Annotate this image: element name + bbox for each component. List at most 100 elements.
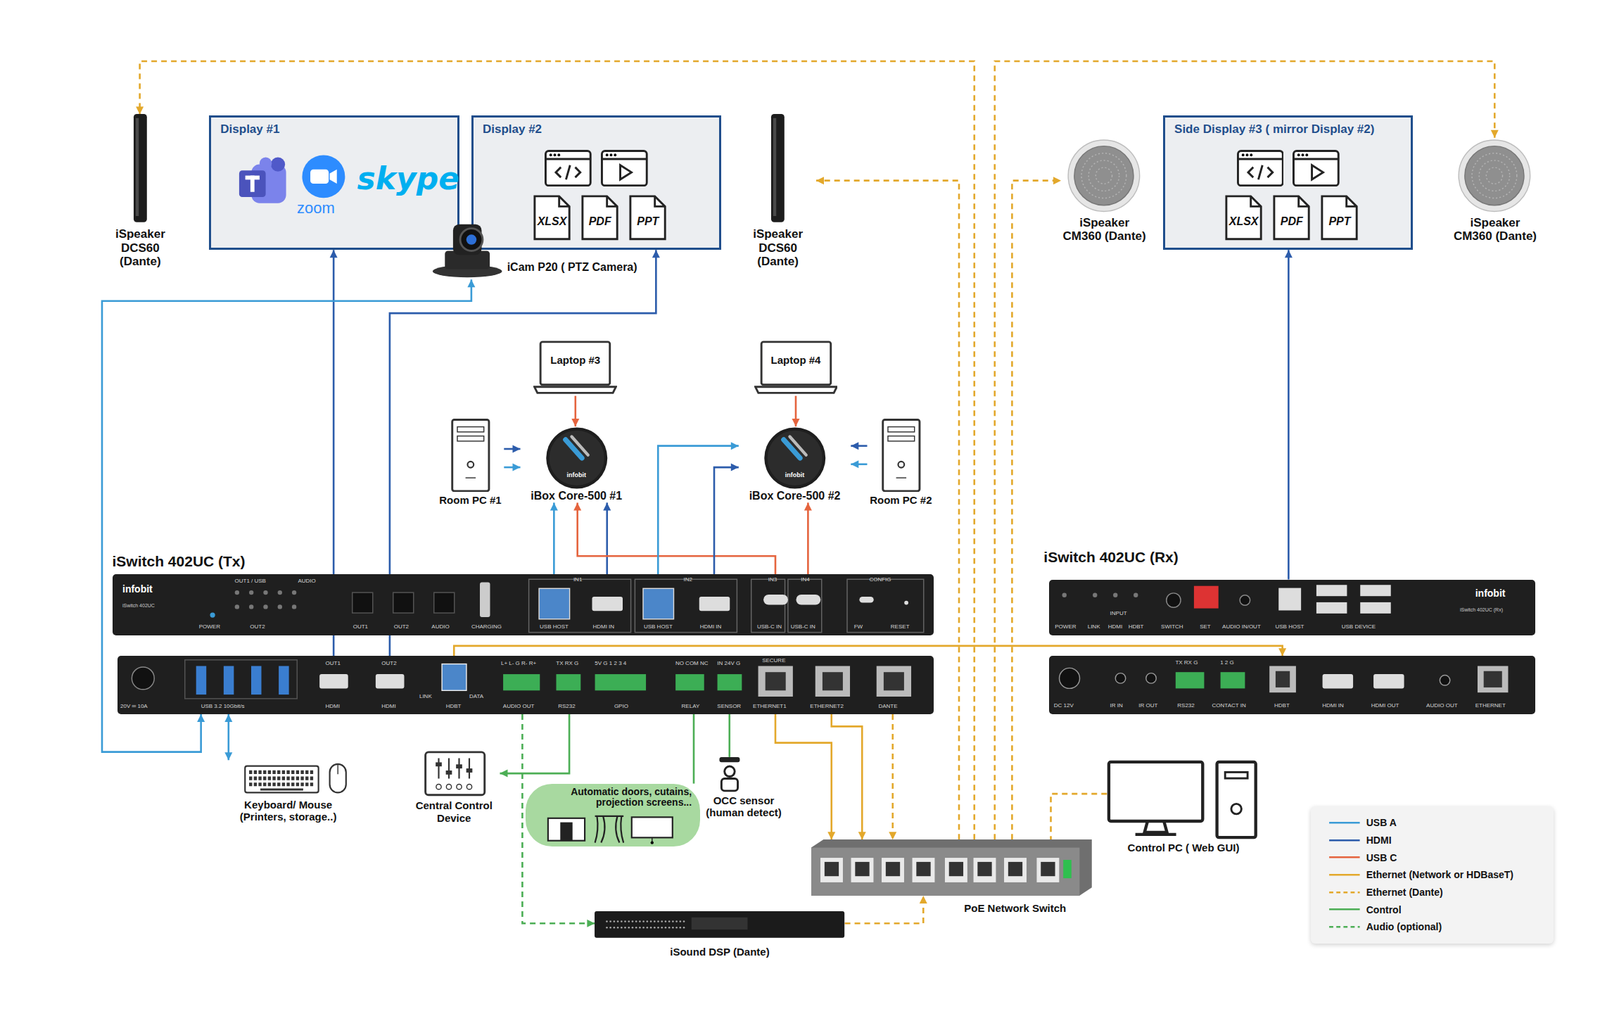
port-label: DANTE xyxy=(878,702,898,710)
tower-pc-icon xyxy=(436,418,505,492)
port-label: HDMI xyxy=(325,702,340,710)
arrowhead xyxy=(888,831,897,840)
port-label: iSwitch 402UC (Rx) xyxy=(1459,607,1503,613)
port-label: IN1 xyxy=(573,576,582,583)
port-label: GPIO xyxy=(614,702,629,710)
tower-pc-icon xyxy=(867,418,936,492)
zoom-wordmark: zoom xyxy=(296,199,335,218)
port-label: RS232 xyxy=(557,702,575,710)
control-pc-node: Control PC ( Web GUI) xyxy=(1106,759,1261,854)
poe-switch-icon xyxy=(811,839,1092,896)
device-caption: iCam P20 ( PTZ Camera) xyxy=(507,261,638,274)
port-label: OUT2 xyxy=(394,623,409,630)
ceiling-speaker-node: iSpeaker CM360 (Dante) xyxy=(1061,137,1148,244)
device-panel: iSwitch 402UC (Tx)infobitiSwitch 402UCPO… xyxy=(112,574,934,636)
connector xyxy=(994,61,1499,840)
arrowhead xyxy=(1284,249,1293,258)
ptz-camera-icon xyxy=(430,220,504,280)
speaker-node: iSpeaker DCS60 (Dante) xyxy=(739,113,817,269)
connector xyxy=(503,445,520,454)
zoom-logo xyxy=(301,154,347,200)
connector xyxy=(728,714,730,758)
ibox-node: infobitiBox Core-500 #2 xyxy=(738,426,852,503)
connector xyxy=(1051,793,1108,840)
connector-line xyxy=(453,645,1282,656)
connector xyxy=(503,463,520,472)
arrowhead xyxy=(512,463,521,472)
legend-line-sample xyxy=(1310,921,1363,933)
legend-row: USB C xyxy=(1310,848,1554,867)
connector xyxy=(224,714,233,760)
legend-text: USB A xyxy=(1366,816,1397,829)
file-type-text: PPT xyxy=(1316,215,1364,228)
speaker-node: iSpeaker DCS60 (Dante) xyxy=(102,113,179,269)
ceiling-speaker-icon xyxy=(1451,137,1539,215)
connector-line xyxy=(1051,793,1108,840)
port-label: HDMI IN xyxy=(592,623,615,630)
connector-line xyxy=(816,180,960,841)
connector xyxy=(714,463,739,575)
connector xyxy=(453,645,1287,656)
legend-line-sample xyxy=(1310,835,1363,846)
port-label: IN2 xyxy=(683,576,693,583)
device-caption: iSpeaker CM360 (Dante) xyxy=(1061,216,1148,244)
port-label: iSwitch 402UC xyxy=(122,602,155,608)
port-label: IN4 xyxy=(800,576,810,583)
arrowhead xyxy=(329,249,338,258)
port-label: FW xyxy=(854,623,863,630)
port-label: SWITCH xyxy=(1160,623,1184,630)
device-caption: Automatic doors, cutains, projection scr… xyxy=(536,786,692,809)
arrowhead xyxy=(731,463,739,472)
device-panel: iSwitch 402UC (Rx)POWERLINKHDMIHDBTINPUT… xyxy=(1049,579,1536,637)
arrowhead xyxy=(792,418,800,427)
speaker-icon xyxy=(102,113,179,225)
arrowhead xyxy=(512,445,521,454)
connector xyxy=(888,714,897,840)
automation-cloud: Automatic doors, cutains, projection scr… xyxy=(525,783,701,848)
arrowhead xyxy=(919,895,928,904)
port-label: SENSOR xyxy=(716,702,741,710)
display-title: Side Display #3 ( mirror Display #2) xyxy=(1174,122,1375,137)
legend-line-sample xyxy=(1310,869,1363,881)
port-label: USB DEVICE xyxy=(1341,623,1376,630)
connector-line xyxy=(728,714,731,758)
port-label: ETHERNET xyxy=(1475,702,1506,709)
port-label: CONFIG xyxy=(868,576,891,583)
laptop-icon xyxy=(754,339,838,397)
arrowhead xyxy=(858,831,867,840)
port-label: IN 24V G xyxy=(716,659,741,667)
legend-text: Control xyxy=(1366,904,1402,916)
network-switch: PoE Network Switch xyxy=(811,839,1092,896)
connector xyxy=(850,460,867,468)
legend-row: Audio (optional) xyxy=(1310,918,1554,936)
device-caption: iBox Core-500 #1 xyxy=(520,489,634,503)
legend-text: Ethernet (Dante) xyxy=(1366,886,1444,898)
device-caption: Keyboard/ Mouse xyxy=(219,798,358,811)
port-label: IN3 xyxy=(768,576,777,583)
display-box: Display #1zoomskype xyxy=(208,115,459,250)
connector xyxy=(550,502,558,575)
connector-line xyxy=(693,714,696,784)
port-label: TX RX G xyxy=(555,659,579,667)
connector xyxy=(850,441,867,450)
connector-line xyxy=(994,61,1496,840)
connector xyxy=(135,61,975,840)
arrowhead xyxy=(197,714,205,722)
arrowhead xyxy=(850,441,859,450)
device-caption: (Printers, storage..) xyxy=(219,810,358,823)
port-label: ETHERNET1 xyxy=(752,702,787,710)
port-label: SET xyxy=(1199,623,1211,630)
port-label: HDBT xyxy=(1274,702,1290,709)
legend-text: Audio (optional) xyxy=(1366,921,1442,933)
legend-line-sample xyxy=(1310,817,1363,829)
connector xyxy=(845,895,928,924)
connector xyxy=(693,714,695,784)
port-label: HDMI xyxy=(381,702,396,710)
arrowhead xyxy=(1278,648,1287,656)
occupancy-sensor-icon xyxy=(697,757,791,793)
keyboard-mouse-icon xyxy=(219,759,358,796)
port-label: NO COM NC xyxy=(675,659,709,667)
port-label: AUDIO xyxy=(431,623,449,630)
port-label: LINK xyxy=(419,693,433,700)
port-label: 20V ═ 10A xyxy=(120,702,148,710)
